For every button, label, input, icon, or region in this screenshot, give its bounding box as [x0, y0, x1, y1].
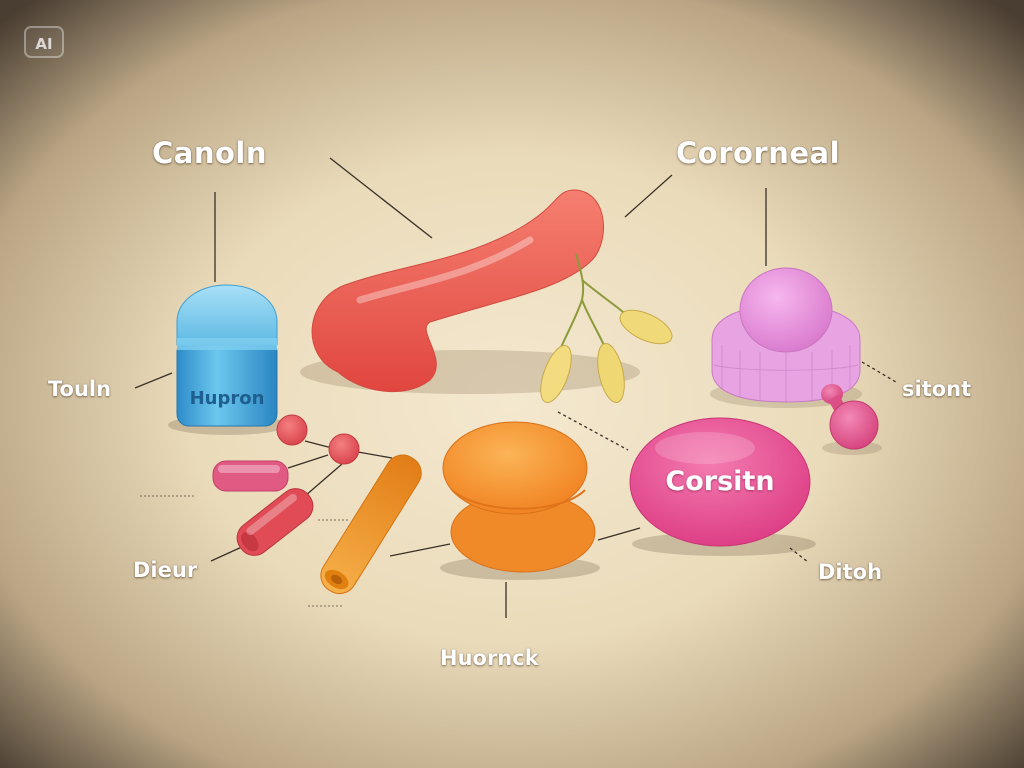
label-cororneal: Cororneal [676, 136, 841, 170]
label-canoln: Canoln [152, 136, 268, 170]
leader-line-tube [329, 157, 433, 239]
magenta-oval [629, 417, 816, 556]
red-balls [276, 414, 360, 465]
scribble-marks [140, 495, 348, 607]
pink-knob [821, 384, 882, 455]
leader-line-dieur [210, 545, 245, 562]
leader-line-touln [134, 372, 173, 389]
leader-line-pink-capsule [287, 454, 329, 469]
pink-dome [710, 267, 862, 408]
label-sitont: sitont [902, 377, 972, 401]
label-huornck: Huornck [440, 646, 539, 670]
leader-line-oval [557, 411, 629, 451]
blue-cylinder [168, 284, 288, 435]
orange-stack [440, 421, 600, 580]
pink-capsule [212, 460, 289, 492]
leader-line-ditoh [789, 547, 809, 563]
red-capsule [236, 488, 314, 556]
leader-line-cororneal [624, 174, 673, 218]
leader-line-oval-left [597, 527, 641, 541]
leader-line-balls [304, 440, 333, 449]
yellow-seed-cluster [540, 253, 673, 403]
label-dieur: Dieur [133, 558, 198, 582]
label-touln: Touln [48, 377, 112, 401]
leader-line-red-capsule [304, 463, 343, 497]
oval-label: Corsitn [665, 466, 775, 497]
leader-lines [134, 157, 897, 618]
orange-rod [320, 454, 422, 595]
ai-badge: AI [24, 26, 64, 58]
leader-line-sitont [861, 361, 897, 383]
label-ditoh: Ditoh [818, 560, 883, 584]
cylinder-label: Hupron [189, 388, 265, 409]
leader-line-stack [389, 543, 451, 557]
leader-line-rod [357, 451, 393, 459]
